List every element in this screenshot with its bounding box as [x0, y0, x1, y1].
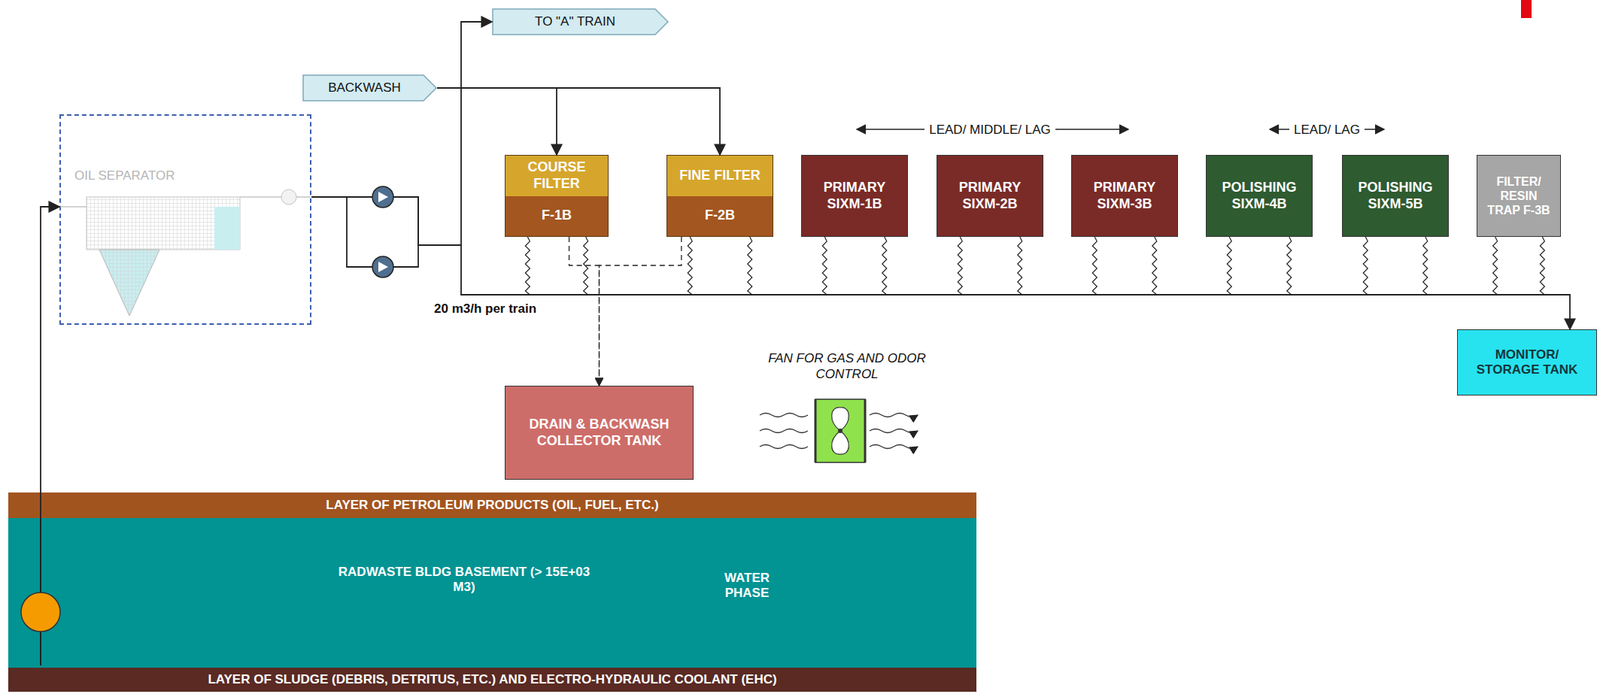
sequence-arrow	[1269, 128, 1385, 131]
node-text: TO "A" TRAIN	[534, 14, 616, 30]
hose-stub	[822, 236, 827, 295]
pump-bypass	[346, 197, 419, 268]
filter-upper: FINE FILTER	[667, 155, 773, 197]
hose-stub	[1539, 236, 1545, 295]
filter-vessel: FINE FILTER F-2B	[666, 154, 774, 237]
fan-caption: FAN FOR GAS AND ODOR CONTROL	[756, 350, 938, 383]
separator-inlet	[60, 206, 87, 208]
hose-stub	[1493, 236, 1498, 295]
node-text: BACKWASH	[327, 80, 401, 96]
process-pipe	[437, 88, 720, 155]
air-flow	[759, 429, 808, 434]
hose-stub	[1287, 236, 1292, 295]
node-text: WATER PHASE	[709, 570, 785, 602]
node-text: COURSE FILTER	[510, 159, 604, 192]
process-pipe	[40, 206, 60, 519]
node-text: POLISHING SIXM-4B	[1212, 179, 1306, 213]
hose-stub	[1423, 236, 1428, 295]
fan-blade	[831, 407, 850, 432]
process-pipe	[311, 21, 492, 246]
sump-pump	[21, 592, 61, 632]
fan-frame	[815, 399, 866, 463]
air-flow	[869, 413, 918, 418]
fan-housing	[815, 399, 866, 463]
node-text: DRAIN & BACKWASH COLLECTOR TANK	[528, 416, 671, 450]
hose-stub	[525, 236, 530, 295]
hose-stub	[687, 236, 693, 295]
destination-arrow: TO "A" TRAIN	[491, 8, 669, 36]
separator-hopper-hatch	[99, 249, 160, 316]
flow-rate: 20 m3/h per train	[434, 300, 537, 317]
node-text: MONITOR/ STORAGE TANK	[1463, 347, 1591, 379]
resin-trap-vessel: FILTER/ RESIN TRAP F-3B	[1476, 154, 1561, 237]
hose-stub	[1017, 236, 1023, 295]
source-arrow: BACKWASH	[302, 74, 438, 102]
node-text: PRIMARY SIXM-2B	[943, 179, 1037, 213]
ion-exchange-vessel: PRIMARY SIXM-3B	[1071, 154, 1178, 237]
separator-outlet	[239, 196, 282, 198]
basement-water: RADWASTE BLDG BASEMENT (> 15E+03 M3) WATE…	[8, 518, 977, 668]
petroleum-layer: LAYER OF PETROLEUM PRODUCTS (OIL, FUEL, …	[8, 492, 977, 519]
node-text: F-2B	[704, 207, 735, 225]
transfer-pump	[372, 256, 394, 278]
ion-exchange-vessel: PRIMARY SIXM-2B	[936, 154, 1044, 237]
filter-lower: F-1B	[505, 196, 608, 237]
filter-vessel: COURSE FILTER F-1B	[504, 154, 609, 237]
node-text: FINE FILTER	[679, 167, 761, 185]
drain-line	[599, 236, 682, 386]
transfer-pump	[372, 186, 394, 208]
node-text: FILTER/ RESIN TRAP F-3B	[1483, 174, 1555, 219]
air-flow	[759, 445, 808, 450]
node-text: LAYER OF SLUDGE (DEBRIS, DETRITUS, ETC.)…	[8, 672, 977, 688]
polishing-vessel: POLISHING SIXM-4B	[1205, 154, 1313, 237]
hose-stub	[1226, 236, 1232, 295]
sequence-arrow	[856, 128, 1129, 131]
storage-tank: MONITOR/ STORAGE TANK	[1457, 329, 1597, 396]
filter-upper: COURSE FILTER	[505, 155, 608, 197]
air-flow	[869, 429, 918, 434]
drain-line	[569, 236, 600, 386]
separator-pump	[281, 189, 297, 205]
separator-hopper	[99, 249, 160, 316]
hose-stub	[747, 236, 753, 295]
fan-blade	[831, 431, 850, 455]
node-text: F-1B	[541, 207, 572, 225]
node-text: RADWASTE BLDG BASEMENT (> 15E+03 M3)	[336, 564, 593, 596]
separator-outlet	[296, 196, 311, 198]
node-text: POLISHING SIXM-5B	[1348, 179, 1443, 213]
ion-exchange-vessel: PRIMARY SIXM-1B	[801, 154, 908, 237]
hose-stub	[1092, 236, 1097, 295]
fan-hub	[837, 428, 843, 434]
pump-arrow	[378, 191, 389, 203]
filter-lower: F-2B	[667, 196, 773, 237]
node-text: PRIMARY SIXM-3B	[1077, 179, 1172, 213]
air-flow	[759, 413, 808, 418]
node-text: OIL SEPARATOR	[74, 168, 310, 184]
oil-separator-region: OIL SEPARATOR	[59, 114, 312, 325]
polishing-vessel: POLISHING SIXM-5B	[1341, 154, 1449, 237]
sequence-note: LEAD/ MIDDLE/ LAG	[924, 121, 1056, 139]
sequence-note: LEAD/ LAG	[1289, 121, 1365, 139]
process-pipe	[437, 88, 557, 155]
node-text: LAYER OF PETROLEUM PRODUCTS (OIL, FUEL, …	[8, 497, 977, 514]
pump-arrow	[378, 261, 389, 273]
hose-stub	[957, 236, 963, 295]
collector-tank: DRAIN & BACKWASH COLLECTOR TANK	[504, 385, 694, 480]
air-flow	[869, 445, 918, 450]
hose-stub	[583, 236, 589, 295]
suction-pipe	[39, 518, 42, 666]
process-pipe	[311, 197, 1570, 330]
sludge-layer: LAYER OF SLUDGE (DEBRIS, DETRITUS, ETC.)…	[8, 667, 977, 693]
separator-clear-zone	[214, 206, 240, 250]
hose-stub	[1363, 236, 1368, 295]
hose-stub	[882, 236, 887, 295]
node-text: PRIMARY SIXM-1B	[807, 179, 902, 213]
hose-stub	[1152, 236, 1157, 295]
corner-mark	[1521, 0, 1532, 19]
separator-tank	[86, 197, 240, 250]
